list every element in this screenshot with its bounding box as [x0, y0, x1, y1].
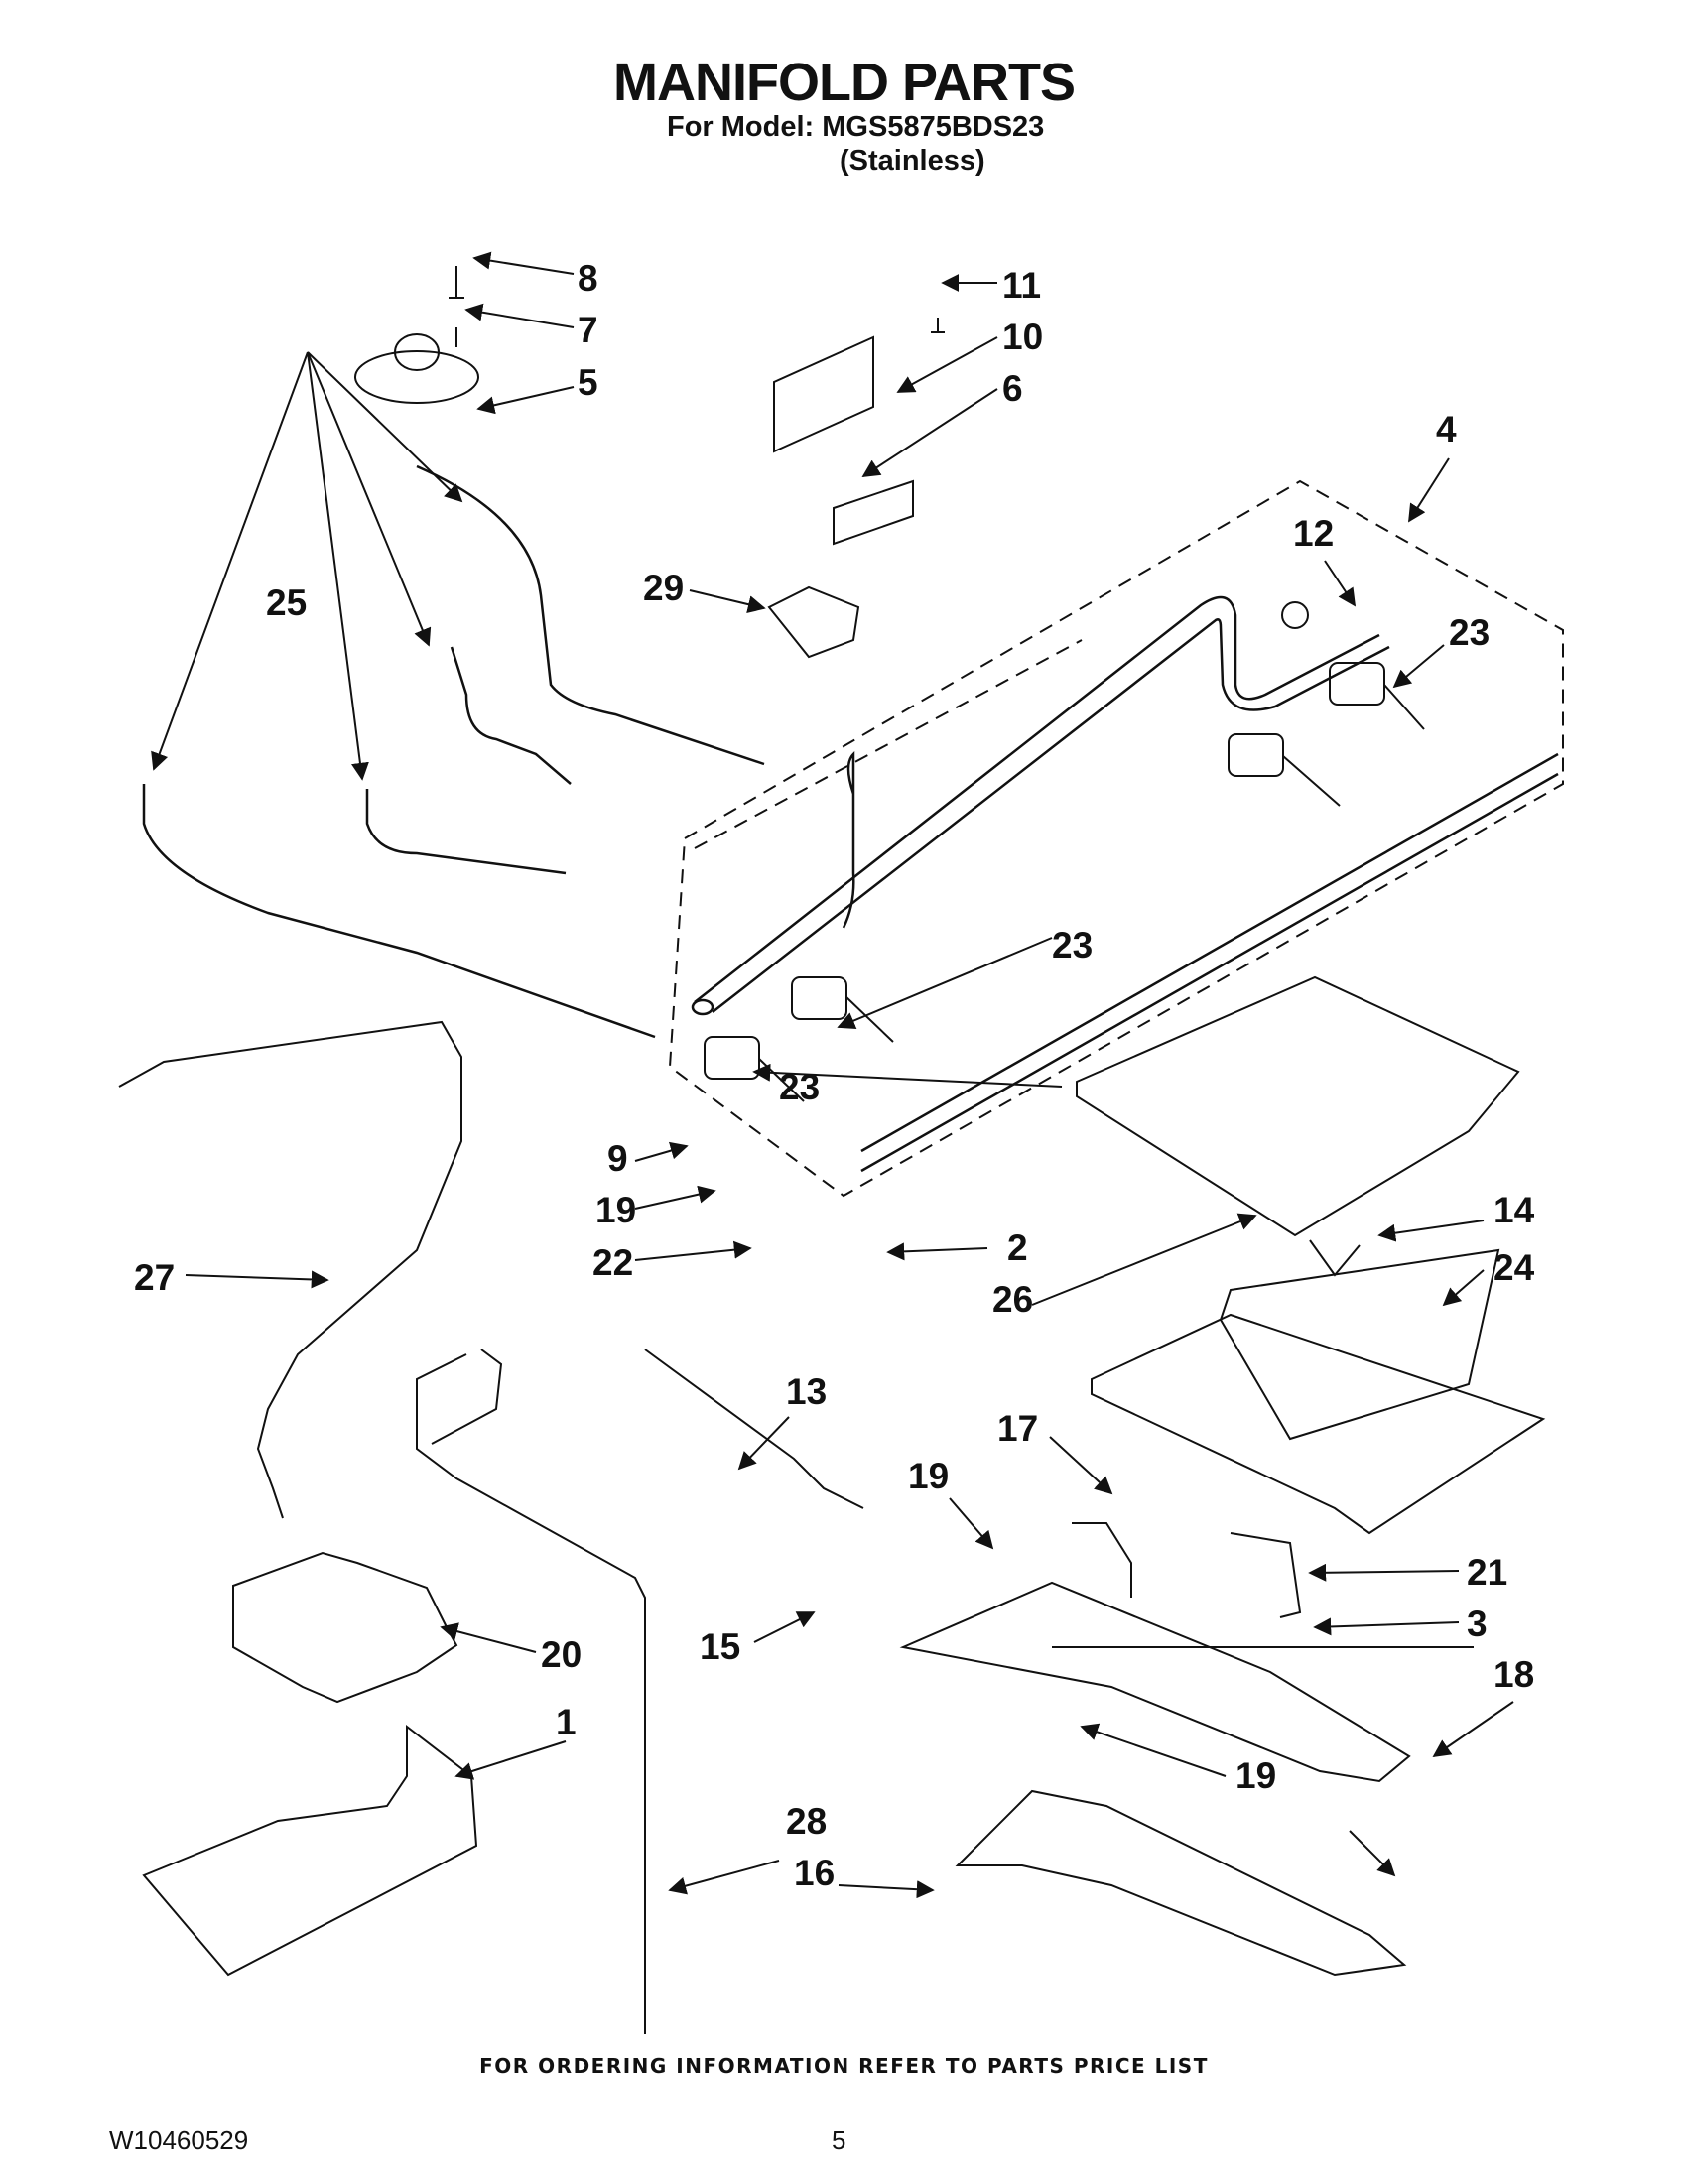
callout-15: 15	[700, 1626, 740, 1667]
ignition-tubes	[142, 464, 765, 1039]
callout-leader-lines	[151, 251, 1514, 1899]
callout-24: 24	[1493, 1247, 1535, 1288]
callout-19-middle: 19	[908, 1456, 949, 1496]
callout-22: 22	[592, 1242, 633, 1283]
callout-29: 29	[643, 568, 684, 608]
document-number: W10460529	[109, 2125, 249, 2155]
callout-23-middle: 23	[1052, 925, 1093, 965]
model-finish: (Stainless)	[840, 145, 985, 177]
callout-7: 7	[578, 310, 598, 350]
callout-5: 5	[578, 362, 598, 403]
manifold-assembly-outline	[668, 479, 1564, 1198]
callout-10: 10	[1002, 317, 1043, 357]
manifold-pipe	[691, 595, 1559, 1173]
lower-parts	[118, 1020, 1411, 2034]
callout-18: 18	[1493, 1654, 1534, 1695]
callout-25: 25	[266, 582, 307, 623]
model-number: For Model: MGS5875BDS23	[667, 111, 1045, 143]
callout-21: 21	[1467, 1552, 1507, 1593]
callout-3: 3	[1467, 1604, 1488, 1644]
callout-2: 2	[1007, 1227, 1028, 1268]
callout-17: 17	[997, 1408, 1038, 1449]
callout-11: 11	[1002, 265, 1041, 306]
upper-hardware	[354, 266, 1310, 659]
callout-28: 28	[786, 1801, 827, 1842]
burner-valves	[704, 662, 1425, 1102]
callout-14: 14	[1493, 1190, 1535, 1230]
ordering-note: FOR ORDERING INFORMATION REFER TO PARTS …	[479, 2054, 1209, 2078]
callout-19-upper: 19	[595, 1190, 636, 1230]
callout-23-bottom: 23	[779, 1067, 820, 1107]
burner-shields	[1076, 975, 1546, 1535]
callout-6: 6	[1002, 368, 1023, 409]
callout-19-lower: 19	[1235, 1755, 1276, 1796]
callout-12: 12	[1293, 513, 1334, 554]
callout-8: 8	[578, 258, 598, 299]
page-title: MANIFOLD PARTS	[613, 53, 1076, 112]
callout-1: 1	[556, 1702, 577, 1742]
callout-labels: 8 7 5 11 10 6 4 12 23 29 25 23 23 9 19 2…	[134, 258, 1535, 1893]
callout-13: 13	[786, 1371, 827, 1412]
callout-20: 20	[541, 1634, 582, 1675]
callout-4: 4	[1436, 409, 1457, 450]
callout-27: 27	[134, 1257, 175, 1298]
page-number: 5	[832, 2125, 846, 2155]
callout-23-top: 23	[1449, 612, 1490, 653]
callout-16: 16	[794, 1853, 835, 1893]
callout-26: 26	[992, 1279, 1033, 1320]
callout-9: 9	[607, 1138, 628, 1179]
